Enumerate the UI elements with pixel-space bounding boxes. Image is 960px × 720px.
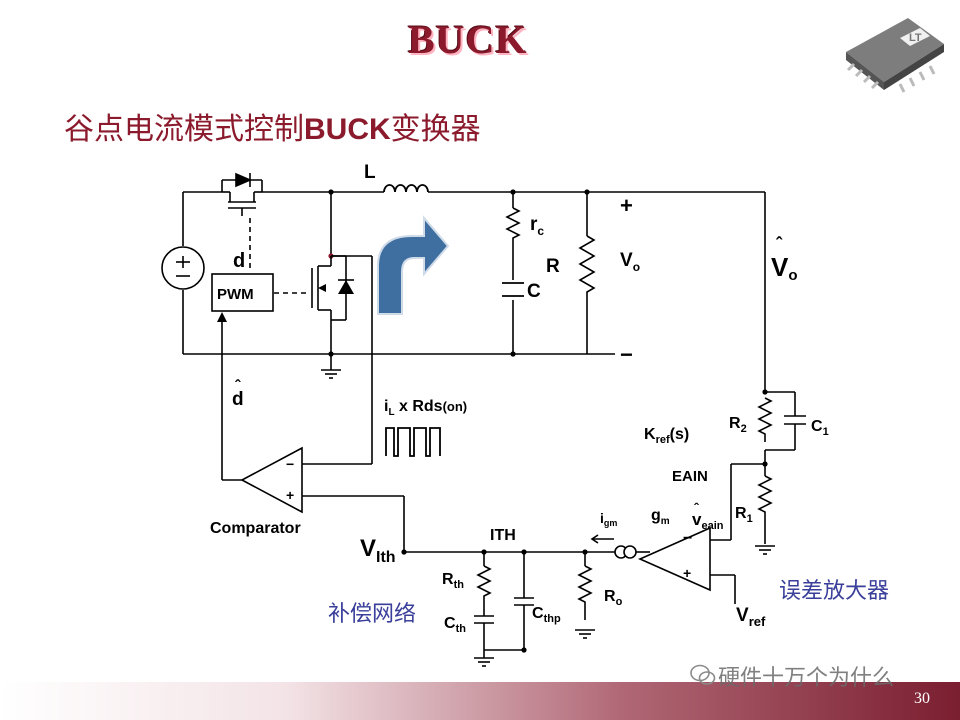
subtitle-cjk-part2: 变换器 bbox=[390, 112, 481, 147]
label-gm: gm bbox=[651, 507, 670, 527]
esr-resistor bbox=[505, 207, 521, 242]
feedback-arrowhead bbox=[217, 312, 227, 322]
gm-current-source bbox=[614, 545, 637, 559]
label-c1: C1 bbox=[811, 418, 829, 438]
footer-bar bbox=[0, 682, 960, 720]
label-r1: R1 bbox=[735, 505, 753, 525]
ground-divider bbox=[755, 545, 775, 555]
junction-dots bbox=[328, 189, 768, 653]
subtitle-cjk-part1: 谷点电流模式控制 bbox=[64, 112, 304, 147]
label-kref: Kref(s) bbox=[644, 426, 689, 446]
label-ea-minus: − bbox=[683, 530, 692, 547]
label-rth: Rth bbox=[442, 571, 464, 591]
hat-vo: ˆ bbox=[776, 234, 783, 254]
label-cap: C bbox=[527, 281, 541, 302]
label-igm: igm bbox=[600, 510, 617, 528]
label-comp-plus: + bbox=[286, 487, 294, 503]
error-amplifier bbox=[638, 526, 711, 592]
hat-d: ˆ bbox=[235, 378, 241, 395]
slide-title: BUCK bbox=[408, 17, 528, 62]
label-ith: ITH bbox=[490, 527, 516, 544]
label-duty: d bbox=[233, 250, 245, 272]
igm-arrow bbox=[590, 534, 614, 544]
label-compensation-network: 补偿网络 bbox=[328, 602, 416, 627]
input-voltage-source bbox=[161, 246, 205, 290]
label-vith: VIth bbox=[360, 535, 396, 566]
label-r2: R2 bbox=[729, 415, 747, 435]
ground-comp bbox=[474, 629, 595, 667]
label-veain: veain bbox=[692, 510, 724, 532]
wechat-icon bbox=[690, 664, 716, 685]
watermark-text: 硬件十万个为什么 bbox=[718, 666, 895, 691]
label-output-minus: − bbox=[620, 342, 633, 367]
sense-waveform bbox=[385, 427, 441, 457]
label-esr: rc bbox=[530, 214, 544, 238]
label-eain: EAIN bbox=[672, 468, 708, 485]
svg-text:LT: LT bbox=[909, 32, 922, 44]
feedback-divider bbox=[710, 391, 806, 544]
label-comp-minus: − bbox=[286, 456, 294, 472]
label-error-amplifier: 误差放大器 bbox=[779, 579, 889, 604]
subtitle-ascii-part: BUCK bbox=[304, 113, 391, 146]
ground-power bbox=[321, 369, 341, 379]
page-number: 30 bbox=[914, 690, 930, 707]
high-side-mosfet bbox=[221, 172, 263, 216]
label-d-hat: d bbox=[232, 389, 244, 410]
current-flow-arrow bbox=[377, 215, 450, 315]
compensation-network bbox=[474, 552, 593, 658]
label-pwm: PWM bbox=[217, 286, 254, 303]
slide-subtitle: 谷点电流模式控制BUCK变换器 bbox=[64, 104, 481, 148]
label-ea-plus: + bbox=[683, 565, 691, 581]
chip-logo-icon: LT bbox=[846, 18, 944, 93]
label-vref: Vref bbox=[736, 605, 766, 629]
label-current-sense: iL x Rds(on) bbox=[384, 398, 467, 418]
label-cth: Cth bbox=[444, 615, 466, 635]
power-stage-wiring bbox=[182, 191, 766, 392]
label-vo-hat: Vo bbox=[771, 252, 798, 284]
load-resistor bbox=[578, 235, 596, 298]
output-capacitor bbox=[502, 282, 524, 297]
label-load: R bbox=[546, 256, 560, 277]
label-ro: Ro bbox=[604, 588, 623, 608]
label-vo: Vo bbox=[620, 250, 640, 274]
pwm-block bbox=[211, 273, 274, 312]
comparator bbox=[240, 446, 303, 514]
low-side-mosfet bbox=[311, 255, 354, 321]
inductor-symbol bbox=[383, 184, 429, 193]
label-inductor: L bbox=[364, 162, 376, 183]
label-comparator: Comparator bbox=[210, 520, 301, 537]
label-output-plus: + bbox=[620, 193, 633, 218]
label-cthp: Cthp bbox=[532, 605, 561, 625]
hat-veain: ˆ bbox=[694, 500, 700, 516]
